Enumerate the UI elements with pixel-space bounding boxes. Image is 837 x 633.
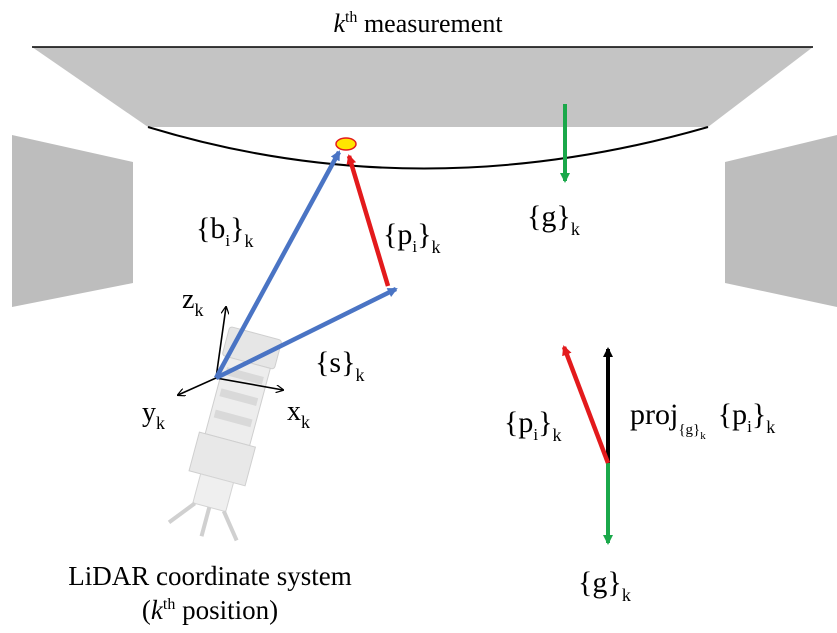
ceiling-bottom-curve <box>147 126 709 170</box>
label-p-top: {pi}k <box>383 218 441 257</box>
p-vector-inset <box>561 345 611 464</box>
label-p-inset: {pi}k <box>504 406 562 445</box>
caption-line-2: (kth position) <box>142 595 278 625</box>
title: kth measurement <box>333 9 503 38</box>
measurement-point <box>335 137 357 151</box>
ceiling-surface <box>32 47 813 127</box>
label-g-top: {g}k <box>527 200 580 239</box>
label-s: {s}k <box>315 346 365 385</box>
label-y-axis: yk <box>142 397 165 433</box>
y-axis <box>178 377 217 395</box>
label-b: {bi}k <box>196 212 254 251</box>
label-x-axis: xk <box>287 396 310 432</box>
p-vector <box>346 154 391 287</box>
left-wall <box>12 135 133 307</box>
label-projection: proj{g}k{pi}k <box>630 398 775 442</box>
s-vector <box>215 286 398 381</box>
b-vector <box>214 150 341 380</box>
label-g-bottom: {g}k <box>578 566 631 605</box>
caption-line-1: LiDAR coordinate system <box>68 561 351 591</box>
x-axis <box>215 377 283 390</box>
z-axis <box>215 307 226 379</box>
label-z-axis: zk <box>182 284 203 320</box>
right-wall <box>725 135 837 307</box>
